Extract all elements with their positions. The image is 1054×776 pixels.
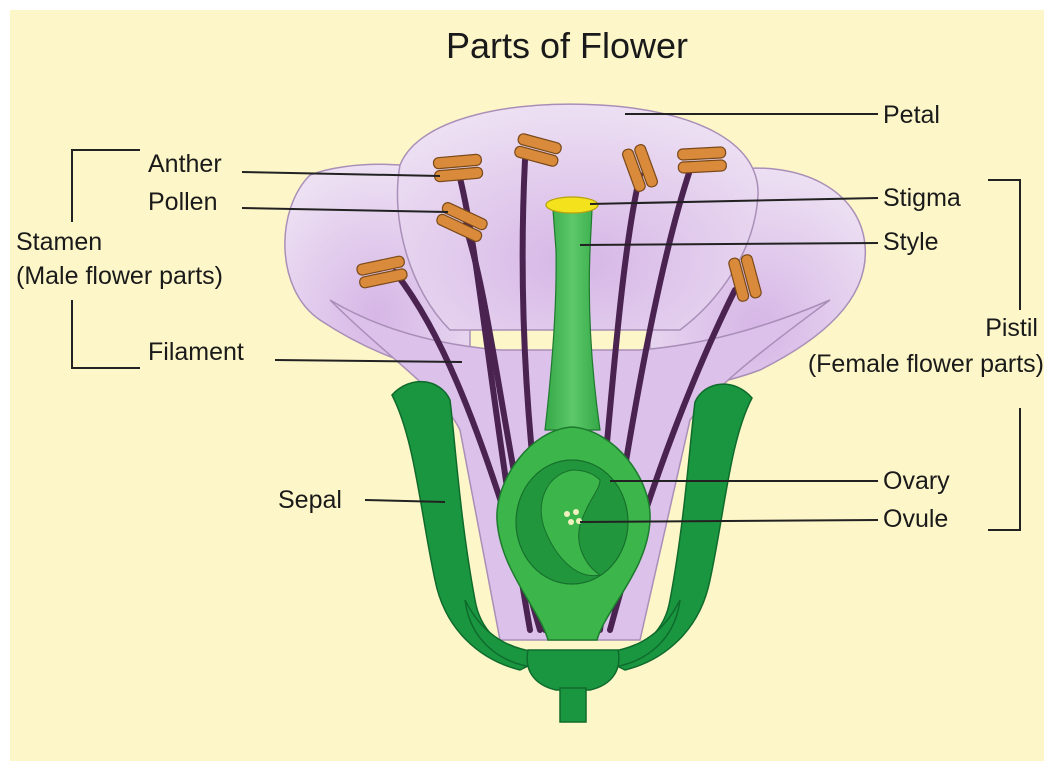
ovule-dot (564, 511, 570, 517)
label-stigma: Stigma (883, 184, 961, 212)
pedicel-base (527, 650, 619, 690)
label-anther: Anther (148, 150, 222, 178)
label-stamen: Stamen (16, 228, 102, 256)
label-filament: Filament (148, 338, 244, 366)
ovule-dot (573, 509, 579, 515)
label-ovule: Ovule (883, 505, 948, 533)
label-male-parts: (Male flower parts) (16, 262, 223, 290)
label-pollen: Pollen (148, 188, 218, 216)
stalk (560, 688, 586, 722)
label-sepal: Sepal (278, 486, 342, 514)
label-style: Style (883, 228, 939, 256)
label-ovary: Ovary (883, 467, 950, 495)
label-pistil: Pistil (985, 314, 1038, 342)
diagram-title: Parts of Flower (446, 25, 688, 66)
stigma (546, 197, 598, 213)
label-female-parts: (Female flower parts) (808, 350, 1044, 378)
label-petal: Petal (883, 101, 940, 129)
ovule-dot (568, 519, 574, 525)
